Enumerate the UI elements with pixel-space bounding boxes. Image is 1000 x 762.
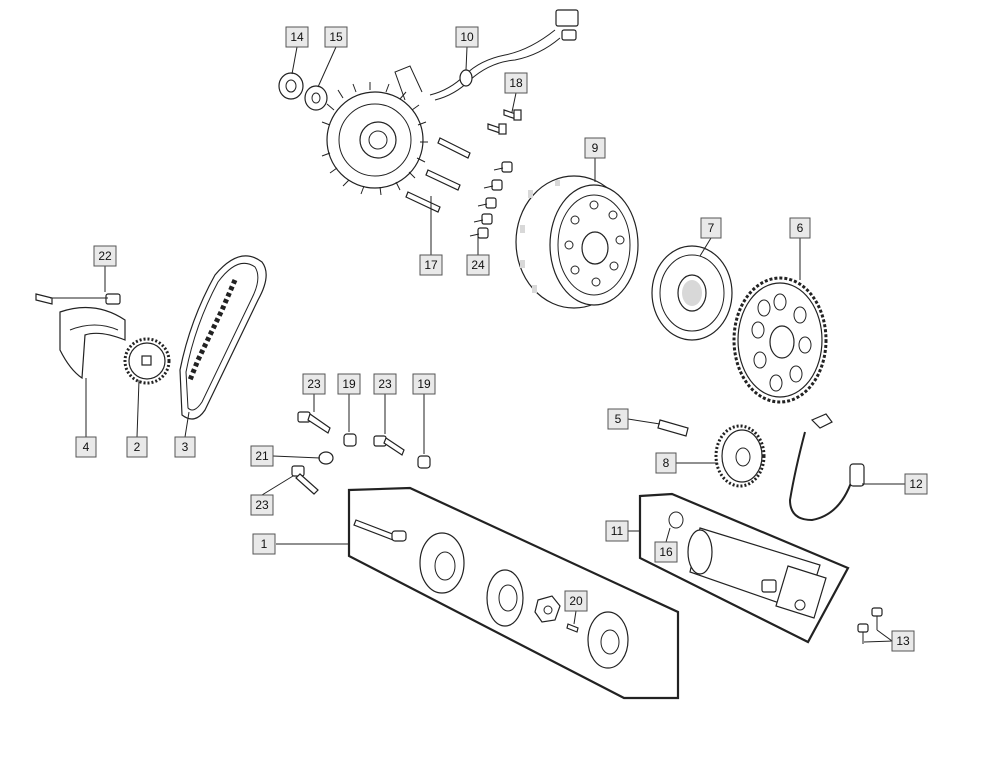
clip-21-drawing: [318, 451, 334, 465]
callout-label: 13: [896, 634, 910, 648]
callout-12: 12: [904, 473, 928, 495]
callout-23a: 23: [302, 373, 326, 395]
stator-drawing: [321, 9, 579, 196]
callout-label: 21: [255, 449, 269, 463]
callout-label: 20: [569, 594, 583, 608]
callout-20: 20: [564, 590, 588, 612]
callout-19a: 19: [337, 373, 361, 395]
callout-label: 4: [83, 440, 90, 454]
starter-gear-drawing: [732, 276, 828, 404]
bolts-23-drawing: [291, 411, 405, 495]
callout-2: 2: [126, 436, 148, 458]
callout-label: 19: [342, 377, 356, 391]
callout-19b: 19: [412, 373, 436, 395]
starter-motor-assembly-drawing: [638, 492, 850, 644]
callout-21: 21: [250, 445, 274, 467]
sleeves-19-drawing: [343, 433, 431, 469]
starter-drive-assembly-drawing: [347, 486, 680, 700]
callout-label: 22: [98, 249, 112, 263]
callout-label: 12: [909, 477, 923, 491]
screws-13-drawing: [857, 607, 883, 644]
callout-label: 24: [471, 258, 485, 272]
callout-label: 23: [307, 377, 321, 391]
screws-24-drawing: [469, 161, 513, 239]
callout-label: 18: [509, 76, 523, 90]
callout-5: 5: [607, 408, 629, 430]
callout-16: 16: [654, 541, 678, 563]
starter-clutch-drawing: [651, 245, 733, 341]
chain-drawing: [179, 255, 267, 420]
callout-10: 10: [455, 26, 479, 48]
callout-label: 10: [460, 30, 474, 44]
flywheel-drawing: [515, 175, 639, 309]
callout-7: 7: [700, 217, 722, 239]
pin-5-drawing: [657, 419, 689, 437]
callout-label: 11: [611, 524, 624, 538]
callout-label: 15: [329, 30, 343, 44]
callout-label: 16: [659, 545, 673, 559]
callout-label: 19: [417, 377, 431, 391]
callout-15: 15: [324, 26, 348, 48]
leader-lines: [50, 46, 905, 643]
callout-24: 24: [466, 254, 490, 276]
sprocket-cover-drawing: [35, 293, 126, 380]
callout-6: 6: [789, 217, 811, 239]
callout-18: 18: [504, 72, 528, 94]
callout-11: 11: [605, 520, 629, 542]
callout-label: 23: [255, 498, 269, 512]
callout-label: 3: [182, 440, 189, 454]
idle-gear-drawing: [714, 424, 766, 488]
callout-label: 14: [290, 30, 304, 44]
callout-8: 8: [655, 452, 677, 474]
screws-18-drawing: [487, 109, 522, 135]
callout-23b: 23: [373, 373, 397, 395]
callout-17: 17: [419, 254, 443, 276]
callout-label: 1: [261, 537, 268, 551]
callout-label: 23: [378, 377, 392, 391]
callout-label: 2: [134, 440, 141, 454]
nut-14-drawing: [278, 72, 304, 100]
callout-4: 4: [75, 436, 97, 458]
callout-label: 6: [797, 221, 804, 235]
callout-label: 7: [708, 221, 715, 235]
starter-cable-drawing: [788, 413, 865, 522]
washer-15-drawing: [304, 85, 328, 111]
callout-9: 9: [584, 137, 606, 159]
callout-label: 5: [615, 412, 622, 426]
callout-label: 8: [663, 456, 670, 470]
callout-23c: 23: [250, 494, 274, 516]
callout-label: 9: [592, 141, 599, 155]
callout-13: 13: [891, 630, 915, 652]
sprocket-drawing: [123, 337, 171, 385]
callout-22: 22: [93, 245, 117, 267]
callout-1: 1: [252, 533, 276, 555]
callout-3: 3: [174, 436, 196, 458]
callout-label: 17: [424, 258, 438, 272]
callout-14: 14: [285, 26, 309, 48]
